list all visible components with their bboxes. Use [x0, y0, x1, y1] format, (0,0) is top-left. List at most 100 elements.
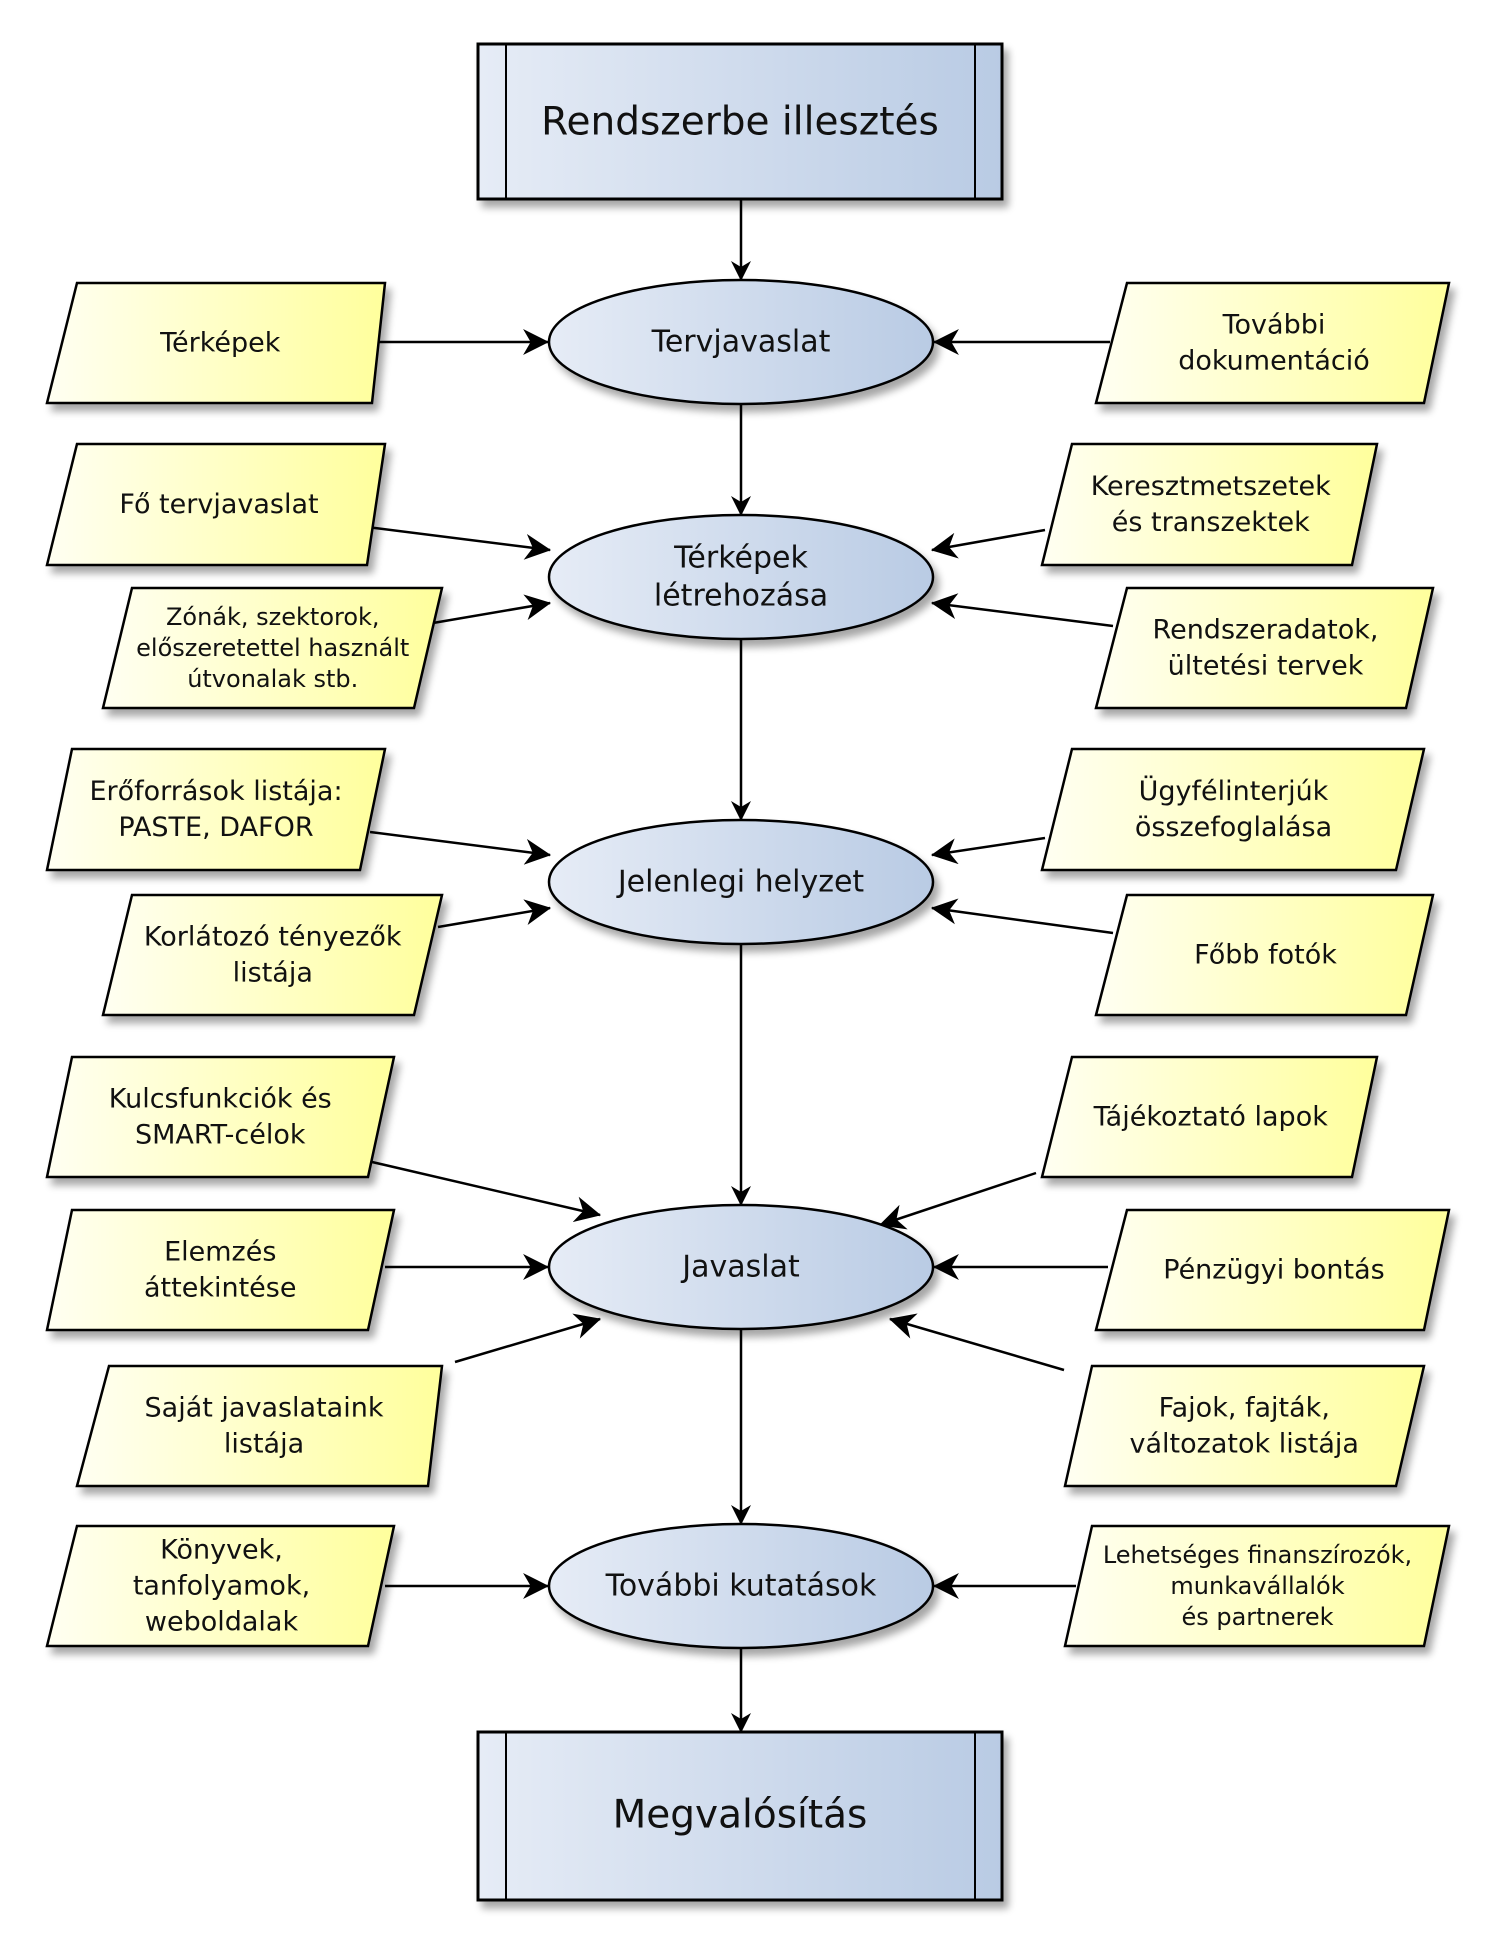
input-arrow	[454, 1313, 602, 1364]
input-label: változatok listája	[1130, 1429, 1359, 1460]
input-label: Kulcsfunkciók és	[109, 1084, 332, 1115]
input-arrow	[437, 899, 552, 929]
input-arrow	[930, 836, 1046, 865]
input-parallelogram	[45, 1524, 396, 1648]
input-label: Pénzügyi bontás	[1163, 1255, 1385, 1286]
input-parallelogram	[45, 281, 387, 405]
start-box-label: Rendszerbe illesztés	[541, 100, 939, 145]
input-parallelogram	[1063, 1364, 1426, 1488]
input-arrow	[369, 830, 552, 865]
input-node: Könyvek, tanfolyamok, weboldalak	[45, 1524, 396, 1648]
input-node: Saját javaslataink listája	[75, 1364, 444, 1488]
input-label: listája	[233, 958, 313, 989]
input-label: Fő tervjavaslat	[119, 489, 318, 520]
stage-label: Térképek	[673, 541, 808, 576]
input-arrow	[878, 1171, 1037, 1230]
input-node: Lehetséges finanszírozók, munkavállalók és…	[1063, 1524, 1451, 1648]
input-node: Pénzügyi bontás	[1094, 1208, 1451, 1332]
stage-ellipse	[547, 278, 935, 406]
input-arrow	[888, 1313, 1065, 1372]
input-label: Keresztmetszetek	[1091, 471, 1331, 502]
input-label: Erőforrások listája:	[89, 776, 342, 807]
input-label: Korlátozó tényezők	[144, 922, 402, 953]
input-label: Zónák, szektorok,	[166, 603, 380, 631]
input-label: Ügyfélinterjúk	[1139, 775, 1329, 807]
stage-ellipse	[547, 1203, 935, 1331]
stage-node: Tervjavaslat	[547, 278, 935, 406]
input-node: Főbb fotók	[1094, 893, 1435, 1017]
input-node: Fajok, fajták, változatok listája	[1063, 1364, 1426, 1488]
input-label: előszeretettel használt	[136, 634, 409, 662]
input-parallelogram	[1040, 747, 1426, 872]
input-parallelogram	[1040, 1055, 1379, 1179]
input-label: Lehetséges finanszírozók,	[1103, 1541, 1412, 1569]
start-process-box	[476, 42, 1004, 201]
input-arrow	[930, 593, 1114, 628]
input-label: munkavállalók	[1170, 1572, 1344, 1600]
input-label: és partnerek	[1181, 1603, 1333, 1631]
end-process-box	[476, 1730, 1004, 1902]
input-parallelogram	[45, 442, 387, 567]
stage-ellipse	[547, 513, 935, 641]
input-node: Térképek	[45, 281, 387, 405]
input-parallelogram	[1094, 281, 1451, 405]
input-arrow	[366, 525, 552, 560]
input-label: Főbb fotók	[1194, 940, 1337, 971]
input-node: Ügyfélinterjúk összefoglalása	[1040, 747, 1426, 872]
input-node: Tájékoztató lapok	[1040, 1055, 1379, 1179]
stage-label: További kutatások	[605, 1569, 877, 1604]
input-parallelogram	[1040, 442, 1379, 567]
input-node: Kulcsfunkciók és SMART-célok	[45, 1055, 396, 1179]
input-node: Elemzés áttekintése	[45, 1208, 396, 1332]
stage-node: Javaslat	[547, 1203, 935, 1331]
input-label: weboldalak	[145, 1607, 299, 1638]
stage-node: További kutatások	[547, 1522, 935, 1650]
input-node: Fő tervjavaslat	[45, 442, 387, 567]
stage-ellipse	[547, 818, 935, 946]
input-arrow	[432, 594, 552, 625]
input-label: PASTE, DAFOR	[118, 812, 313, 843]
input-parallelogram	[101, 586, 444, 710]
input-parallelogram	[1094, 893, 1435, 1017]
input-node: Korlátozó tényezők listája	[101, 893, 444, 1017]
input-label: Térképek	[159, 328, 281, 359]
input-node: Erőforrások listája: PASTE, DAFOR	[45, 747, 387, 872]
input-node: Zónák, szektorok, előszeretettel használt…	[101, 586, 444, 710]
connector-layer	[366, 199, 1114, 1733]
input-label: áttekintése	[144, 1273, 296, 1304]
input-parallelogram	[45, 1208, 396, 1332]
stage-ellipse	[547, 1522, 935, 1650]
end-box-label: Megvalósítás	[613, 1793, 868, 1838]
input-parallelogram	[75, 1364, 444, 1488]
input-label: listája	[224, 1429, 304, 1460]
input-label: Elemzés	[164, 1237, 276, 1268]
input-label: Könyvek,	[160, 1535, 283, 1566]
input-parallelogram	[45, 747, 387, 872]
input-label: SMART-célok	[135, 1120, 306, 1151]
stage-layer: TervjavaslatTérképeklétrehozásaJelenlegi…	[547, 278, 935, 1650]
input-label: Tájékoztató lapok	[1093, 1102, 1329, 1133]
input-label: Saját javaslataink	[145, 1393, 384, 1424]
stage-label: létrehozása	[654, 579, 828, 614]
input-arrow	[371, 1160, 602, 1223]
input-parallelogram	[1094, 1208, 1451, 1332]
input-parallelogram	[1094, 586, 1435, 710]
input-label: útvonalak stb.	[187, 665, 358, 693]
input-label: További	[1222, 310, 1326, 341]
stage-node: Jelenlegi helyzet	[547, 818, 935, 946]
input-label: tanfolyamok,	[133, 1571, 310, 1602]
stage-label: Tervjavaslat	[651, 325, 831, 360]
input-arrow	[930, 898, 1114, 935]
input-label: Fajok, fajták,	[1159, 1393, 1330, 1424]
input-label: ültetési tervek	[1168, 651, 1364, 682]
stage-label: Javaslat	[680, 1250, 800, 1285]
input-parallelogram	[1063, 1524, 1451, 1648]
input-parallelogram	[45, 1055, 396, 1179]
input-label: összefoglalása	[1135, 812, 1332, 843]
input-label: Rendszeradatok,	[1153, 615, 1379, 646]
